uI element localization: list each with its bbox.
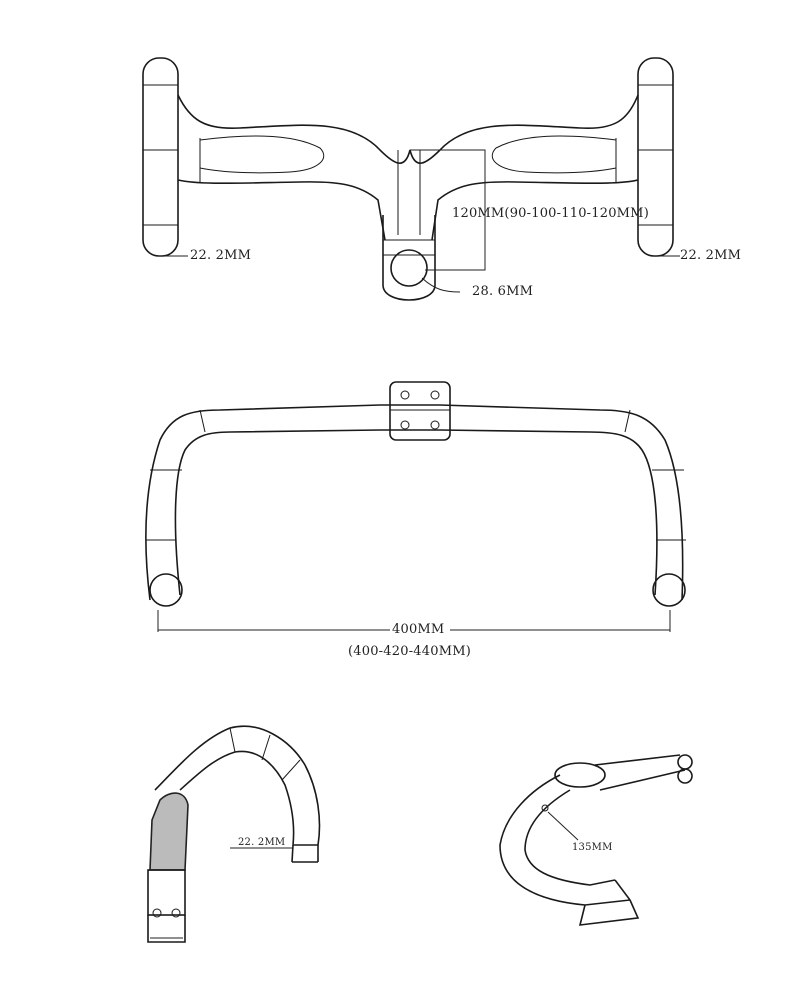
side-bar-diameter-label: 22. 2MM: [238, 837, 286, 848]
front-view: [145, 381, 686, 632]
width-label: 400MM: [392, 622, 445, 637]
perspective-view: [499, 754, 693, 926]
top-view: [142, 57, 680, 301]
stem-length-label: 120MM(90-100-110-120MM): [452, 206, 649, 221]
right-bar-diameter-label: 22. 2MM: [680, 248, 742, 263]
drop-label: 135MM: [572, 842, 613, 853]
steerer-diameter-label: 28. 6MM: [472, 284, 534, 299]
left-bar-diameter-label: 22. 2MM: [190, 248, 252, 263]
width-options-label: (400-420-440MM): [348, 644, 471, 659]
side-view: [147, 725, 321, 943]
